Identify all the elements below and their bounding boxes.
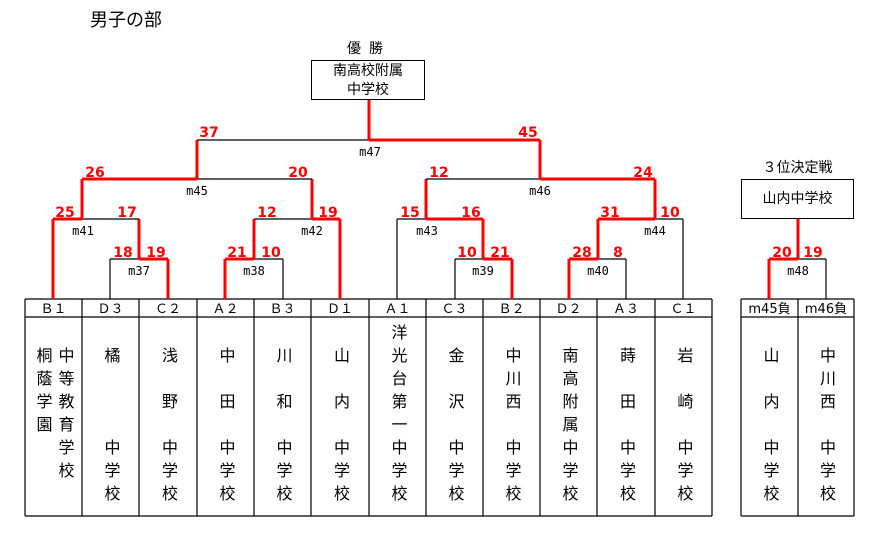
match-label-m41: m41 bbox=[72, 224, 94, 238]
team-name: 南高附属中学校 bbox=[559, 324, 579, 508]
third-place-seed-header: m45負 bbox=[748, 302, 790, 317]
section-title: 男子の部 bbox=[90, 10, 162, 31]
team-name: 浅 野 中学校 bbox=[159, 324, 178, 508]
score-m42-left: 12 bbox=[257, 205, 276, 221]
score-m43-right: 16 bbox=[461, 205, 480, 221]
team-seed-header: Ｃ１ bbox=[670, 302, 696, 317]
match-label-m43: m43 bbox=[416, 224, 438, 238]
score-m42-right: 19 bbox=[318, 205, 337, 221]
team-name: 蒔 田 中学校 bbox=[617, 324, 636, 508]
score-m40-left: 28 bbox=[572, 245, 591, 261]
team-seed-header: Ｂ１ bbox=[40, 302, 66, 317]
score-m44-right: 10 bbox=[660, 205, 680, 221]
match-label-m45: m45 bbox=[186, 184, 208, 198]
score-m43-left: 15 bbox=[400, 205, 419, 221]
team-seed-header: Ａ２ bbox=[212, 302, 238, 317]
score-m37-left: 18 bbox=[113, 245, 132, 261]
score-m41-right: 17 bbox=[117, 205, 136, 221]
team-seed-header: Ｃ３ bbox=[441, 302, 467, 317]
team-seed-header: Ｂ２ bbox=[498, 302, 524, 317]
team-name: 中等教育学校 bbox=[55, 324, 75, 485]
team-name: 中 田 中学校 bbox=[216, 324, 236, 508]
third-place-winner-box: 山内中学校 bbox=[741, 179, 854, 219]
champion-name-line2: 中学校 bbox=[347, 82, 389, 98]
team-name: 橘 中学校 bbox=[101, 324, 121, 508]
team-seed-header: Ｄ２ bbox=[555, 302, 581, 317]
score-m44-left: 31 bbox=[600, 205, 619, 221]
score-m41-left: 25 bbox=[55, 205, 74, 221]
team-name: 金 沢 中学校 bbox=[445, 324, 465, 508]
team-seed-header: Ａ３ bbox=[613, 302, 639, 317]
match-label-m47: m47 bbox=[359, 145, 381, 159]
champion-box: 南高校附属 中学校 bbox=[311, 60, 425, 100]
score-m46-left: 12 bbox=[429, 165, 448, 181]
team-seed-header: Ｄ１ bbox=[327, 302, 353, 317]
match-label-m39: m39 bbox=[472, 264, 494, 278]
score-m39-left: 10 bbox=[457, 245, 477, 261]
score-m37-right: 19 bbox=[146, 245, 165, 261]
team-seed-header: Ａ１ bbox=[384, 302, 410, 317]
team-name: 山 内 中学校 bbox=[331, 324, 350, 508]
match-label-m48: m48 bbox=[787, 264, 809, 278]
match-label-m37: m37 bbox=[128, 264, 150, 278]
third-place-seed-header: m46負 bbox=[805, 302, 847, 317]
match-label-m40: m40 bbox=[587, 264, 609, 278]
team-name: 岩 崎 中学校 bbox=[674, 324, 694, 508]
score-m39-right: 21 bbox=[490, 245, 509, 261]
third-place-team-name: 山 内 中学校 bbox=[760, 324, 780, 508]
score-m45-right: 20 bbox=[288, 165, 308, 181]
team-name: 洋光台第一中学校 bbox=[388, 324, 408, 508]
champion-name-line1: 南高校附属 bbox=[333, 63, 403, 79]
match-label-m38: m38 bbox=[243, 264, 265, 278]
score-m47-left: 37 bbox=[199, 125, 218, 141]
match-label-m42: m42 bbox=[301, 224, 323, 238]
team-name: 中川西 中学校 bbox=[502, 324, 522, 508]
score-m48-right: 19 bbox=[803, 245, 822, 261]
match-label-m44: m44 bbox=[644, 224, 666, 238]
team-name: 川 和 中学校 bbox=[273, 324, 293, 508]
score-m38-right: 10 bbox=[261, 245, 281, 261]
team-seed-header: Ｃ２ bbox=[155, 302, 181, 317]
score-m46-right: 24 bbox=[633, 165, 653, 181]
match-label-m46: m46 bbox=[529, 184, 551, 198]
team-seed-header: Ｂ３ bbox=[269, 302, 295, 317]
score-m38-left: 21 bbox=[227, 245, 246, 261]
score-m47-right: 45 bbox=[518, 125, 537, 141]
champion-label: 優勝 bbox=[347, 41, 391, 57]
third-place-team-name: 中川西 中学校 bbox=[817, 324, 836, 508]
team-seed-header: Ｄ３ bbox=[97, 302, 123, 317]
score-m40-right: 8 bbox=[613, 245, 623, 261]
team-name: 桐蔭学園 bbox=[33, 324, 53, 439]
score-m45-left: 26 bbox=[85, 165, 104, 181]
third-place-label: ３位決定戦 bbox=[762, 160, 833, 176]
score-m48-left: 20 bbox=[772, 245, 792, 261]
